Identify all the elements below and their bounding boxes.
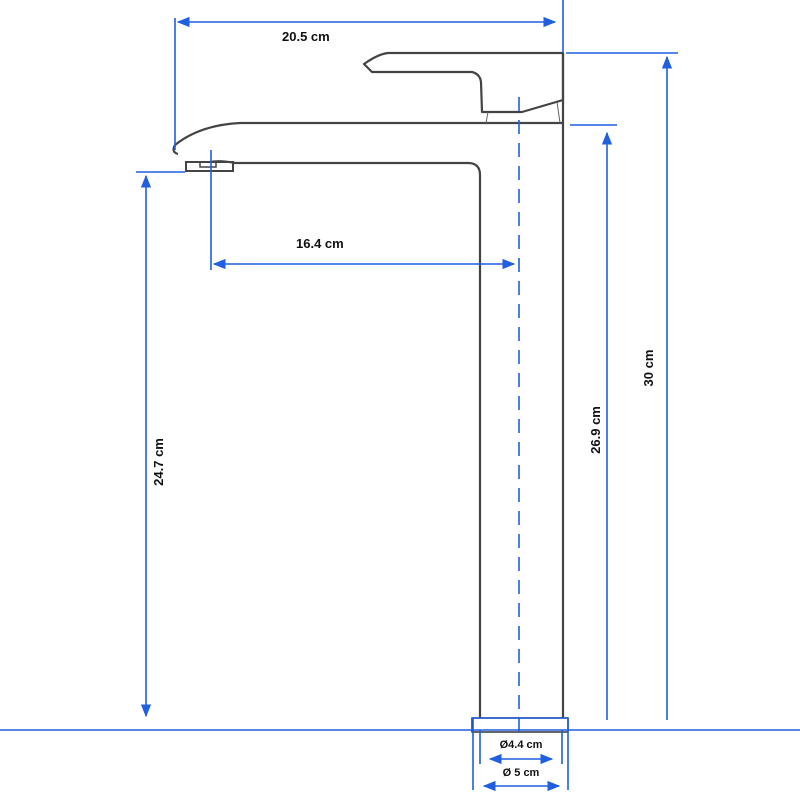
aerator-detail [199,161,217,168]
label-spout-height: 24.7 cm [151,438,166,486]
label-inner-diameter: Ø4.4 cm [500,739,543,751]
label-body-height: 26.9 cm [588,406,603,454]
faucet-spout [172,121,563,156]
faucet-lever [362,51,565,114]
label-total-height: 30 cm [641,350,656,387]
faucet-outline [172,51,569,733]
label-spout-reach: 16.4 cm [296,236,344,251]
faucet-body [209,53,565,718]
label-outer-diameter: Ø 5 cm [503,767,540,779]
label-overall-length: 20.5 cm [282,29,330,44]
